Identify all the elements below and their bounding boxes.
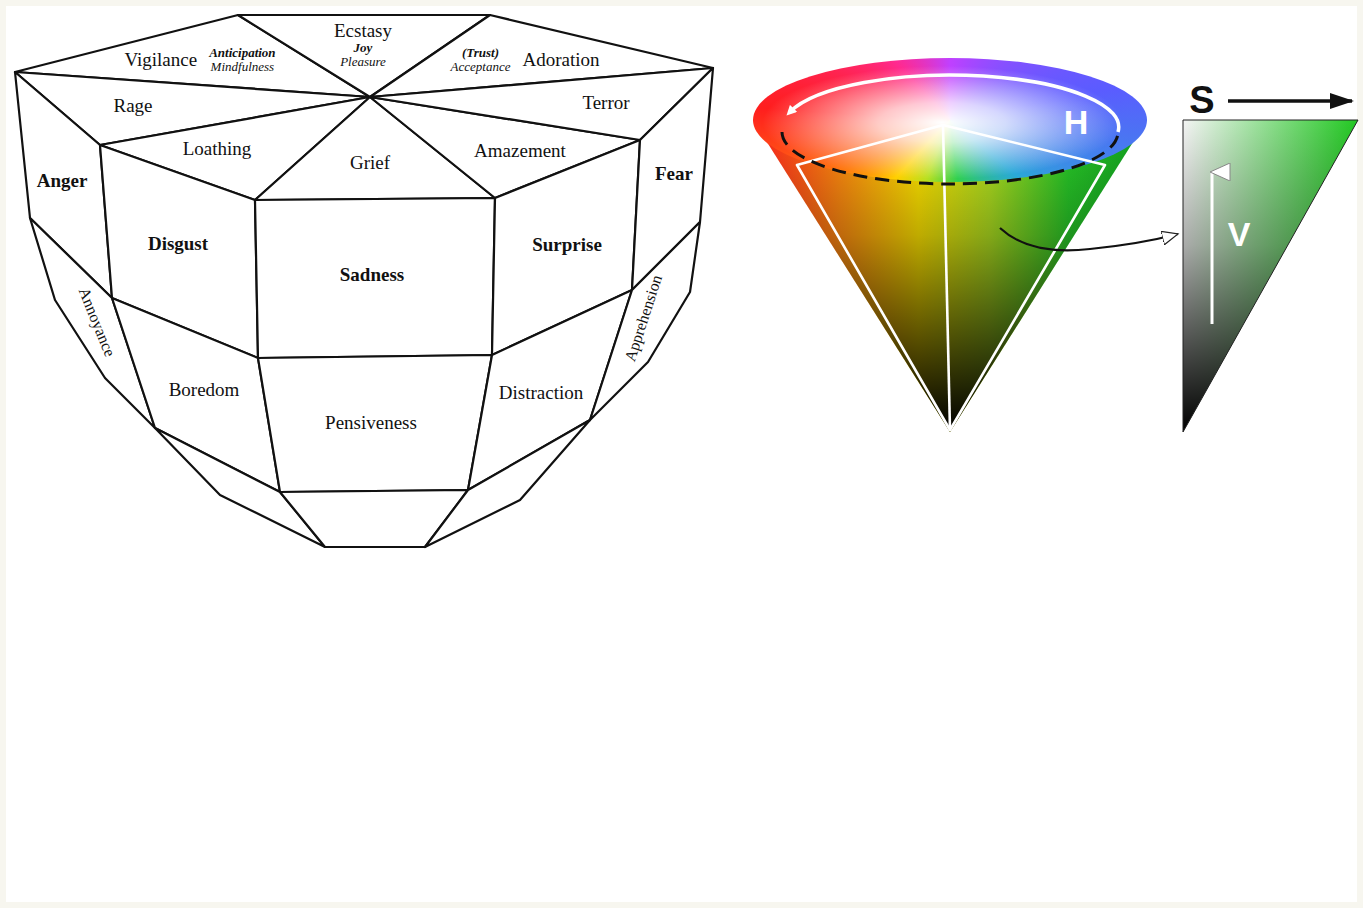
emotion-label: Sadness [340, 265, 404, 285]
emotion-face: EcstasyJoyPleasure [334, 21, 392, 68]
axis-letter: H [1064, 105, 1089, 139]
emotion-label: Joy [354, 41, 373, 55]
face [590, 222, 700, 420]
text-group: Amazement [474, 141, 566, 161]
face [255, 198, 495, 358]
text-group: Fear [655, 164, 693, 184]
emotion-label: Pleasure [340, 55, 386, 69]
emotion-label: Boredom [169, 380, 240, 400]
text-group: (Trust)Acceptance [451, 46, 511, 73]
text-group: Terror [582, 93, 629, 113]
emotion-face: Amazement [474, 141, 566, 161]
pointer-arrow [1000, 228, 1178, 250]
text-group: EcstasyJoyPleasure [334, 21, 392, 68]
wedge-axis [943, 125, 950, 430]
emotion-face: Sadness [340, 265, 404, 285]
emotion-label: Terror [582, 93, 629, 113]
emotion-label: Loathing [183, 139, 252, 159]
emotion-label: Fear [655, 164, 693, 184]
emotion-face: Loathing [183, 139, 252, 159]
emotion-label: Distraction [499, 383, 583, 403]
emotion-face: Fear [655, 164, 693, 184]
value-arrow [1211, 172, 1214, 324]
emotion-face: Disgust [148, 234, 208, 254]
emotion-face: Grief [350, 153, 390, 173]
emotion-face: Anger [37, 171, 88, 191]
face [258, 355, 492, 492]
text-group: Distraction [499, 383, 583, 403]
text-group: Sadness [340, 265, 404, 285]
emotion-face: Boredom [169, 380, 240, 400]
emotion-label: (Trust) [462, 46, 499, 60]
emotion-label: Anger [37, 171, 88, 191]
emotion-label: Amazement [474, 141, 566, 161]
emotion-label: Ecstasy [334, 21, 392, 41]
axis-letter: S [1189, 81, 1214, 119]
emotion-face: Vigilance AnticipationMindfulness [124, 46, 275, 73]
sv-triangle-shade [1183, 120, 1358, 432]
text-group: Surprise [532, 235, 602, 255]
emotion-label: Surprise [532, 235, 602, 255]
emotion-face: Terror [582, 93, 629, 113]
face [155, 428, 325, 547]
sv-triangle [1183, 120, 1358, 432]
text-group: Boredom [169, 380, 240, 400]
text-group: Adoration [522, 50, 599, 70]
text-group: Vigilance [124, 50, 197, 70]
text-group: AnticipationMindfulness [209, 46, 275, 73]
emotion-face: Surprise [532, 235, 602, 255]
emotion-face: Rage [113, 96, 152, 116]
saturation-arrow [1228, 99, 1352, 103]
emotion-face: Distraction [499, 383, 583, 403]
text-group: Grief [350, 153, 390, 173]
emotion-label: Adoration [522, 50, 599, 70]
emotion-face: (Trust)Acceptance Adoration [451, 46, 600, 73]
text-group: Disgust [148, 234, 208, 254]
emotion-label: Acceptance [451, 60, 511, 74]
axis-letter: V [1228, 217, 1251, 251]
hue-arc-front [782, 132, 1118, 184]
text-group: Anger [37, 171, 88, 191]
emotion-label: Mindfulness [211, 60, 275, 74]
face [425, 420, 590, 547]
emotion-label: Rage [113, 96, 152, 116]
emotion-label: Grief [350, 153, 390, 173]
text-group: Rage [113, 96, 152, 116]
emotion-label: Anticipation [209, 46, 275, 60]
emotion-label: Disgust [148, 234, 208, 254]
text-group: Pensiveness [325, 413, 417, 433]
emotion-label: Pensiveness [325, 413, 417, 433]
emotion-label: Vigilance [124, 50, 197, 70]
emotion-face: Pensiveness [325, 413, 417, 433]
text-group: Loathing [183, 139, 252, 159]
